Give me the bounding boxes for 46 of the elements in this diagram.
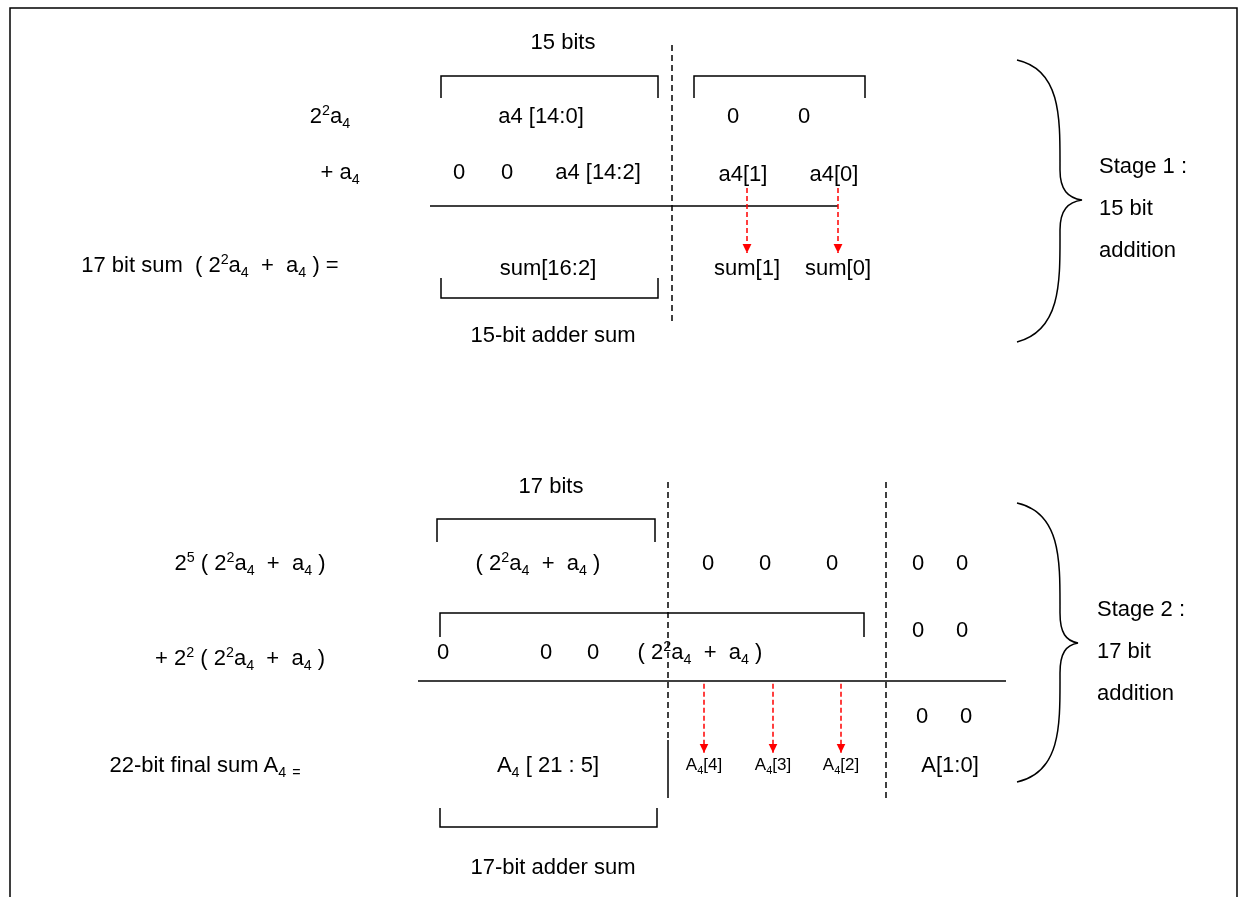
- term-text: 0: [500, 159, 514, 185]
- term-text: 0: [825, 550, 839, 576]
- term-text: 2$^{5}$ ( 2$^{2}$a$_{4}$ + a$_{4}$ ): [174, 550, 326, 576]
- term-text: 0: [586, 639, 600, 665]
- caption-label: 15-bit adder sum: [470, 322, 636, 348]
- bit-text: a4[1]: [718, 161, 768, 187]
- term-text: 0: [452, 159, 466, 185]
- term-text: a4 [14:0]: [498, 103, 584, 129]
- arrow: [699, 682, 709, 754]
- caption-label: 17-bit adder sum: [470, 854, 636, 880]
- arrow: [836, 682, 846, 754]
- term-text: A[1:0]: [921, 752, 979, 778]
- stage-label: Stage 2 : 17 bit addition: [1097, 595, 1187, 707]
- term-text: 0: [915, 703, 929, 729]
- term-text: 0: [436, 639, 450, 665]
- stage-label: Stage 1 : 15 bit addition: [1099, 152, 1189, 264]
- arrow: [833, 187, 843, 254]
- arrow: [742, 187, 752, 254]
- term-text: 0: [726, 103, 740, 129]
- arrow: [768, 682, 778, 754]
- bit-text: A$_{4}$[2]: [822, 755, 860, 775]
- term-text: + 2$^{2}$ ( 2$^{2}$a$_{4}$ + a$_{4}$ ): [154, 645, 326, 671]
- bit-text: sum[1]: [714, 255, 780, 281]
- bit-text: a4[0]: [809, 161, 859, 187]
- bit-text: A$_{4}$[3]: [754, 755, 792, 775]
- term-text: + a$_{4}$: [320, 159, 360, 185]
- bit-text: sum[0]: [805, 255, 871, 281]
- term-text: A$_{4}$ [ 21 : 5]: [496, 752, 600, 778]
- term-text: 0: [911, 617, 925, 643]
- term-text: sum[16:2]: [499, 255, 597, 281]
- term-text: 0: [955, 617, 969, 643]
- term-text: 0: [911, 550, 925, 576]
- term-text: ( 2$^{2}$a$_{4}$ + a$_{4}$ ): [475, 550, 601, 576]
- term-text: 17 bit sum ( 2$^{2}$a$_{4}$ + a$_{4}$ ) =: [81, 252, 339, 278]
- term-text: 0: [959, 703, 973, 729]
- width-label: 15 bits: [530, 29, 596, 55]
- term-text: a4 [14:2]: [555, 159, 641, 185]
- term-text: 0: [758, 550, 772, 576]
- bit-text: A$_{4}$[4]: [685, 755, 723, 775]
- term-text: ( 2$^{2}$a$_{4}$ + a$_{4}$ ): [637, 639, 763, 665]
- width-label: 17 bits: [518, 473, 584, 499]
- term-text: 0: [955, 550, 969, 576]
- term-text: 0: [539, 639, 553, 665]
- term-text: 2$^{2}$a$_{4}$: [309, 103, 351, 129]
- term-text: 0: [701, 550, 715, 576]
- term-text: 0: [797, 103, 811, 129]
